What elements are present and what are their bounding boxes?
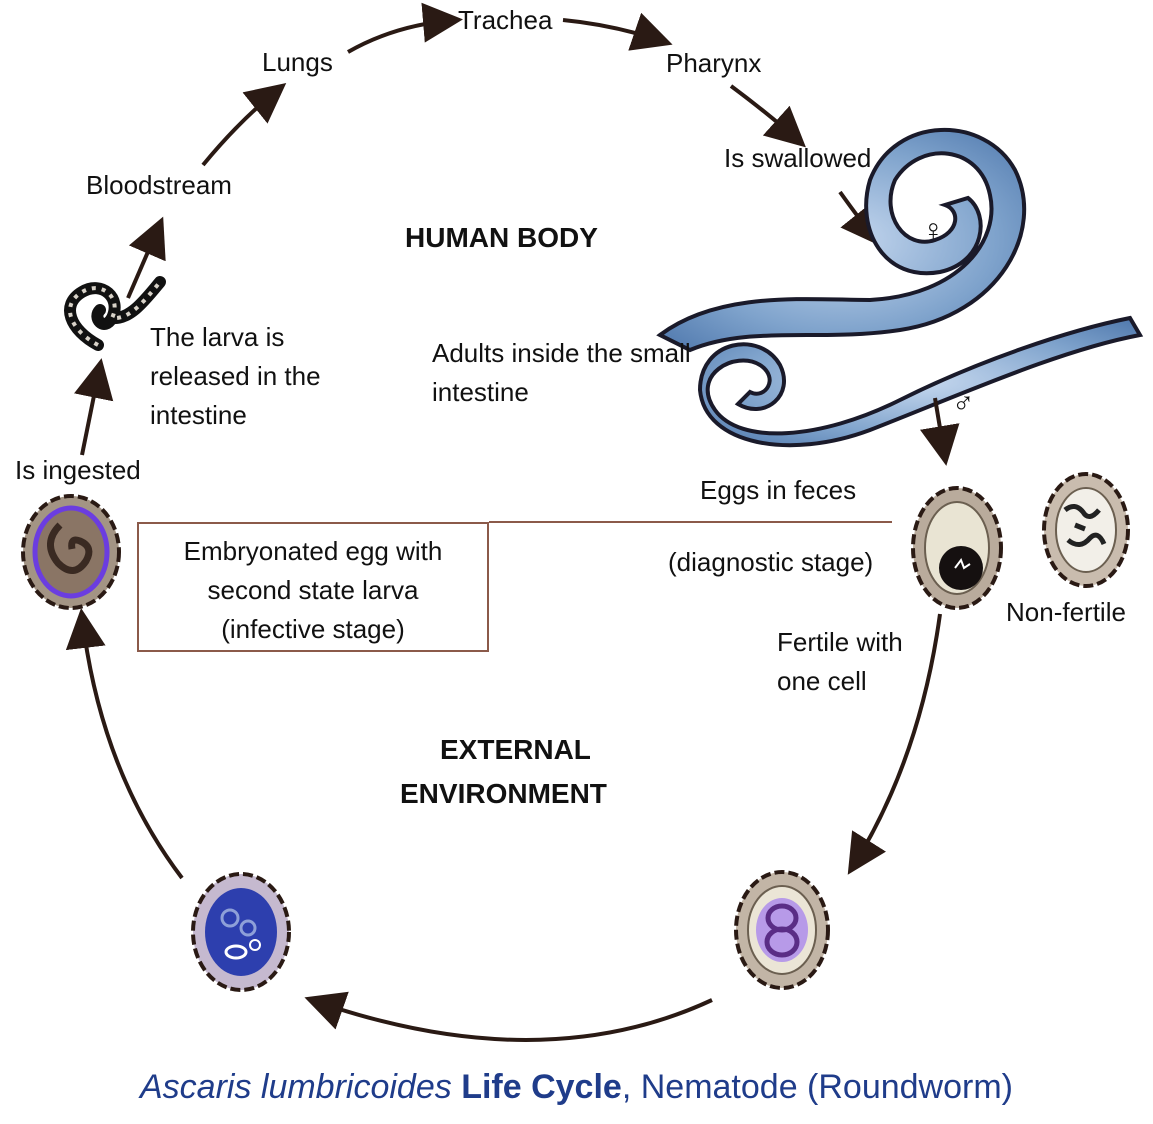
label-swallowed: Is swallowed <box>724 139 871 178</box>
box-line-1: Embryonated egg with <box>139 532 487 571</box>
arrow-bloodstream-lungs <box>203 88 280 165</box>
female-symbol: ♀ <box>922 211 945 250</box>
label-ingested: Is ingested <box>15 451 141 490</box>
label-fertile: Fertile with one cell <box>777 623 947 701</box>
infective-egg <box>23 496 119 608</box>
caption-life-cycle: Life Cycle <box>461 1068 622 1106</box>
non-fertile-egg <box>1044 474 1128 586</box>
label-eggs-feces: Eggs in feces <box>700 471 856 510</box>
label-larva-released: The larva is released in the intestine <box>150 318 340 435</box>
arrow-lungs-trachea <box>348 20 455 52</box>
male-symbol: ♂ <box>952 383 975 422</box>
larva <box>70 282 160 345</box>
arrow-infective-larva <box>82 366 100 455</box>
arrow-trachea-pharynx <box>563 20 665 42</box>
infective-stage-text: Embryonated egg with second state larva … <box>139 532 487 649</box>
box-line-3: (infective stage) <box>139 610 487 649</box>
label-bloodstream: Bloodstream <box>86 166 232 205</box>
arrow-worms-eggs <box>935 398 945 458</box>
heading-human-body: HUMAN BODY <box>405 216 598 260</box>
caption-species: Ascaris lumbricoides <box>140 1068 452 1106</box>
fertile-egg <box>736 872 828 988</box>
arrow-developing-infective <box>82 616 182 878</box>
label-adults: Adults inside the small intestine <box>432 334 692 412</box>
label-pharynx: Pharynx <box>666 44 761 83</box>
infective-stage-box: Embryonated egg with second state larva … <box>137 522 489 652</box>
label-trachea: Trachea <box>458 1 552 40</box>
label-diagnostic: (diagnostic stage) <box>668 543 873 582</box>
arrow-pharynx-swallowed <box>731 86 800 142</box>
box-line-2: second state larva <box>139 571 487 610</box>
label-non-fertile: Non-fertile <box>1006 593 1126 632</box>
heading-external: EXTERNAL <box>440 728 591 772</box>
diagnostic-egg <box>913 488 1001 608</box>
figure-caption: Ascaris lumbricoides Life Cycle, Nematod… <box>0 1068 1153 1107</box>
caption-comma: , <box>622 1068 631 1106</box>
developing-egg <box>193 874 289 990</box>
arrow-fertile-developing <box>312 1000 712 1040</box>
heading-environment: ENVIRONMENT <box>400 772 607 816</box>
label-lungs: Lungs <box>262 43 333 82</box>
caption-rest: Nematode (Roundworm) <box>641 1068 1013 1106</box>
